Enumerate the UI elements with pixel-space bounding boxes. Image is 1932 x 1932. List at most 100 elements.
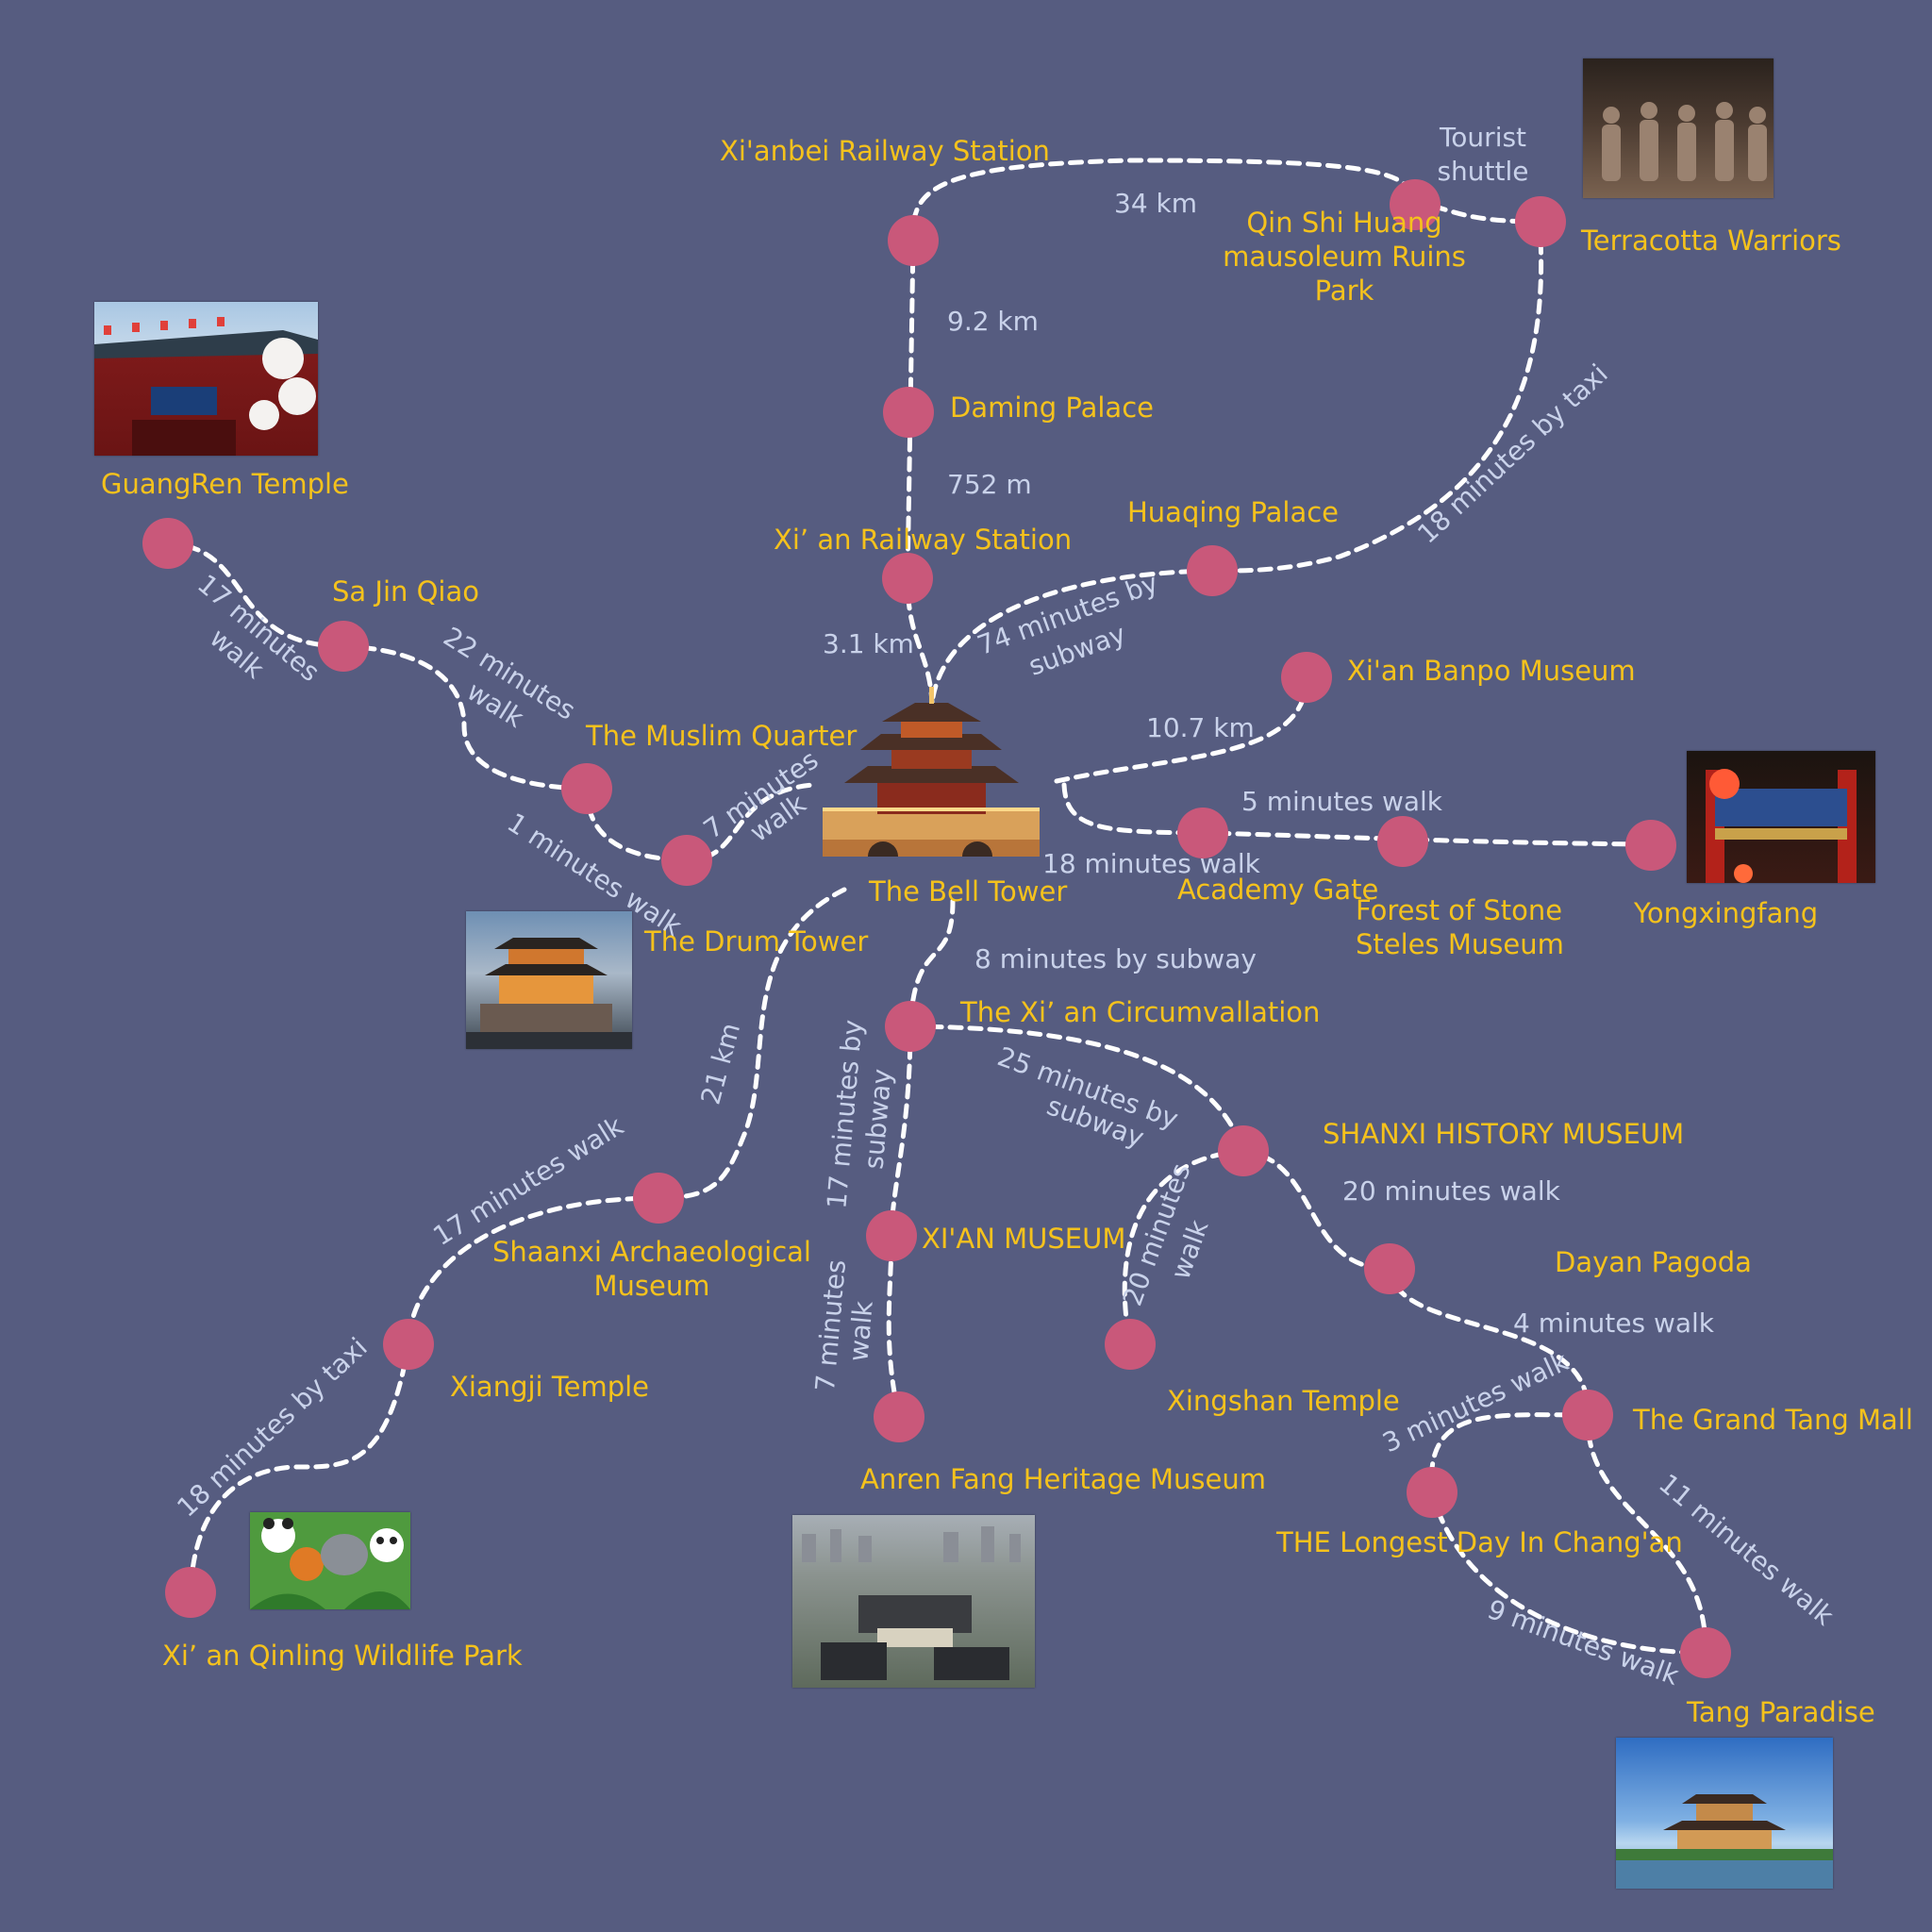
- route-xianbei-qinshihuang: [910, 158, 1418, 243]
- route-grandtang-longestday: [1428, 1412, 1591, 1495]
- route-grandtang-tangparadise: [1585, 1412, 1708, 1656]
- dist-3-walk: 3 minutes walk: [1377, 1345, 1574, 1458]
- route-xiangji-qinling: [188, 1341, 411, 1595]
- label-anren-fang: Anren Fang Heritage Museum: [860, 1463, 1266, 1495]
- terracotta-warriors-photo: [1583, 58, 1774, 198]
- route-longestday-tangparadise: [1429, 1490, 1708, 1656]
- label-academy-gate: Academy Gate: [1177, 874, 1378, 906]
- route-terracotta-huaqing: [1209, 219, 1544, 574]
- dist-752m: 752 m: [947, 469, 1032, 500]
- label-yongxingfang: Yongxingfang: [1633, 897, 1818, 929]
- nodes: [142, 179, 1731, 1678]
- route-huaqing-bell: [929, 568, 1215, 706]
- node-shanxi-history[interactable]: [1218, 1125, 1269, 1176]
- dist-8-subway: 8 minutes by subway: [974, 943, 1257, 974]
- node-sajinqiao[interactable]: [318, 621, 369, 672]
- drum-tower-photo: [466, 911, 632, 1049]
- label-xian-museum: XI'AN MUSEUM: [922, 1223, 1125, 1255]
- node-circumvallation[interactable]: [885, 1001, 936, 1052]
- label-huaqing-palace: Huaqing Palace: [1127, 496, 1339, 528]
- dist-5-walk: 5 minutes walk: [1241, 786, 1443, 817]
- route-circumvallation-shanxi: [908, 1024, 1246, 1154]
- dist-20-walk-ne: 20 minutes walk: [1342, 1175, 1561, 1207]
- label-banpo: Xi'an Banpo Museum: [1347, 655, 1636, 687]
- node-qinling[interactable]: [165, 1567, 216, 1618]
- label-xiangji: Xiangji Temple: [450, 1371, 649, 1403]
- node-yongxingfang[interactable]: [1625, 820, 1676, 871]
- node-xianbei-station[interactable]: [888, 215, 939, 266]
- route-bell-circumvallation: [908, 898, 956, 1029]
- label-tang-paradise: Tang Paradise: [1686, 1696, 1875, 1728]
- label-qinling: Xi’ an Qinling Wildlife Park: [162, 1640, 523, 1672]
- label-longest-day: THE Longest Day In Chang'an: [1275, 1526, 1683, 1558]
- label-xingshan: Xingshan Temple: [1167, 1385, 1400, 1417]
- anren-fang-aerial-photo: [792, 1515, 1035, 1688]
- label-guangren: GuangRen Temple: [101, 468, 349, 500]
- label-archaeological-1: Shaanxi Archaeological: [492, 1236, 811, 1268]
- node-xian-station[interactable]: [882, 553, 933, 604]
- label-sajinqiao: Sa Jin Qiao: [332, 575, 479, 608]
- node-guangren[interactable]: [142, 518, 193, 569]
- label-xian-station: Xi’ an Railway Station: [774, 524, 1072, 556]
- node-academy-gate[interactable]: [1177, 808, 1228, 858]
- tang-paradise-photo: [1616, 1738, 1833, 1889]
- node-qin-shi-huang[interactable]: [1390, 179, 1441, 230]
- node-banpo[interactable]: [1281, 652, 1332, 703]
- dist-21km: 21 km: [694, 1020, 746, 1108]
- label-daming-palace: Daming Palace: [950, 391, 1154, 424]
- node-daming-palace[interactable]: [883, 387, 934, 438]
- node-archaeological[interactable]: [633, 1173, 684, 1224]
- node-forest-steles[interactable]: [1377, 816, 1428, 867]
- label-forest-steles-1: Forest of Stone: [1356, 894, 1562, 926]
- wildlife-park-illustration: [250, 1512, 410, 1609]
- guangren-temple-photo: [94, 302, 318, 456]
- label-shanxi-history: SHANXI HISTORY MUSEUM: [1323, 1118, 1684, 1150]
- yongxingfang-gate-photo: [1687, 751, 1875, 883]
- dist-17-walk-sw: 17 minutes walk: [427, 1109, 629, 1252]
- node-anren-fang[interactable]: [874, 1391, 924, 1442]
- route-sajinqiao-muslim: [341, 643, 590, 791]
- route-muslim-drum: [584, 786, 690, 863]
- dist-18-walk: 18 minutes walk: [1042, 848, 1261, 879]
- label-dayan-pagoda: Dayan Pagoda: [1555, 1246, 1752, 1278]
- route-guangren-sajinqiao: [165, 541, 346, 649]
- node-xiangji[interactable]: [383, 1319, 434, 1370]
- label-archaeological-2: Museum: [594, 1270, 710, 1302]
- label-terracotta: Terracotta Warriors: [1580, 225, 1841, 257]
- node-muslim-quarter[interactable]: [561, 763, 612, 814]
- label-qin-shi-huang-2: mausoleum Ruins: [1223, 241, 1466, 273]
- route-shanxi-xingshan: [1122, 1148, 1246, 1347]
- label-muslim-quarter: The Muslim Quarter: [585, 720, 857, 752]
- node-longest-day[interactable]: [1407, 1467, 1457, 1518]
- dist-7-walk-m-2: walk: [842, 1299, 879, 1362]
- node-grand-tang[interactable]: [1562, 1390, 1613, 1441]
- route-bell-archaeological: [656, 887, 847, 1201]
- label-qin-shi-huang-1: Qin Shi Huang: [1246, 207, 1441, 239]
- dist-18-taxi-ne: 18 minutes by taxi: [1411, 358, 1613, 549]
- route-archaeological-xiangji: [406, 1195, 661, 1347]
- dist-4-walk: 4 minutes walk: [1513, 1307, 1715, 1339]
- label-grand-tang: The Grand Tang Mall: [1632, 1404, 1913, 1436]
- dist-9-2km: 9.2 km: [947, 306, 1039, 337]
- dist-3-1km: 3.1 km: [823, 628, 914, 659]
- label-drum-tower: The Drum Tower: [643, 925, 868, 958]
- node-tang-paradise[interactable]: [1680, 1627, 1731, 1678]
- node-xian-museum[interactable]: [866, 1210, 917, 1261]
- route-bell-yongxingfang: [1061, 782, 1654, 847]
- node-xingshan[interactable]: [1105, 1319, 1156, 1370]
- dist-17-subway-2: subway: [858, 1068, 897, 1171]
- label-forest-steles-2: Steles Museum: [1356, 928, 1564, 960]
- dist-10-7km: 10.7 km: [1146, 712, 1255, 743]
- node-huaqing-palace[interactable]: [1187, 545, 1238, 596]
- bell-tower-illustration: [823, 687, 1040, 857]
- dist-tourist-shuttle-2: shuttle: [1437, 156, 1528, 187]
- node-dayan-pagoda[interactable]: [1364, 1243, 1415, 1294]
- label-xianbei-station: Xi'anbei Railway Station: [720, 135, 1050, 167]
- dist-tourist-shuttle-1: Tourist: [1439, 122, 1526, 153]
- label-bell-tower: The Bell Tower: [868, 875, 1067, 908]
- dist-17-subway-1: 17 minutes by: [821, 1019, 868, 1210]
- dist-34km: 34 km: [1114, 188, 1197, 219]
- node-terracotta[interactable]: [1515, 196, 1566, 247]
- node-drum-tower[interactable]: [661, 835, 712, 886]
